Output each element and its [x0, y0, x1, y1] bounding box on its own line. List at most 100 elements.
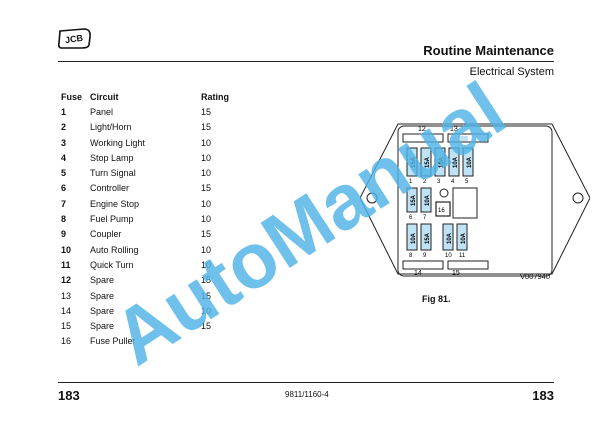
fuse-rating: 10 [201, 137, 212, 148]
fuse-number: 14 [61, 305, 72, 316]
fuse-rating: 15 [201, 122, 212, 133]
fuse-number: 6 [61, 183, 67, 194]
figure-caption: Fig 81. [422, 294, 451, 304]
table-row: 14 Spare 10 [61, 303, 241, 318]
fuse-number: 5 [61, 168, 67, 179]
fuse-rating: 10 [201, 214, 212, 225]
label-3: 3 [437, 179, 441, 185]
fuse-circuit: Spare [90, 290, 115, 301]
fuse-rating: 10 [201, 152, 212, 163]
mount-hole-right [572, 192, 584, 204]
label-14: 14 [414, 270, 422, 277]
fuse-rating: 10 [201, 305, 212, 316]
fuse-circuit: Engine Stop [90, 198, 140, 209]
fuse-circuit: Spare [90, 275, 115, 286]
fuse-6 [406, 187, 418, 213]
fuse-3-rating: 10A [439, 156, 445, 168]
label-13: 13 [450, 126, 458, 133]
fuse-rating: 15 [201, 321, 212, 332]
fuse-number: 13 [61, 290, 72, 301]
table-row: 15 Spare 15 [61, 318, 241, 333]
label-11: 11 [459, 253, 466, 259]
fuse-circuit: Working Light [90, 137, 145, 148]
fuse-circuit: Spare [90, 321, 115, 332]
table-row: 3 Working Light 10 [61, 135, 241, 150]
fuse-rating: 15 [201, 229, 212, 240]
fuse-slot-14 [402, 260, 444, 270]
fuse-2 [420, 147, 432, 177]
fuse-13-highlight [458, 136, 468, 141]
fuse-number: 15 [61, 321, 72, 332]
fuse-number: 7 [61, 198, 67, 209]
fuse-7 [420, 187, 432, 213]
fuse-rating: 15 [201, 106, 212, 117]
fuse-rating: 10 [201, 259, 212, 270]
fuse-number: 11 [61, 259, 71, 270]
label-9: 9 [423, 253, 427, 259]
fuse-slot-12 [402, 133, 444, 143]
fuse-box-outline [360, 123, 590, 275]
column-header-fuse: Fuse [61, 91, 83, 102]
fuse-11-rating: 10A [461, 232, 467, 244]
fuse-circuit: Fuse Puller [90, 336, 136, 347]
fuse-number: 8 [61, 214, 67, 225]
label-16: 16 [438, 208, 445, 214]
fuse-rating: 15 [201, 275, 212, 286]
label-6: 6 [409, 215, 413, 221]
label-15: 15 [452, 270, 460, 277]
fuse-circuit: Coupler [90, 229, 122, 240]
label-5: 5 [465, 179, 469, 185]
fuse-rating: 10 [201, 198, 212, 209]
section-subtitle: Electrical System [469, 66, 554, 78]
column-header-rating: Rating [201, 91, 229, 102]
fuse-9-rating: 15A [425, 232, 431, 244]
table-row: 2 Light/Horn 15 [61, 120, 241, 135]
fuse-slot-15 [447, 260, 489, 270]
fuse-10 [442, 223, 454, 251]
fuse-number: 10 [61, 244, 72, 255]
fuse-number: 2 [61, 122, 67, 133]
fuse-rating [201, 334, 241, 349]
table-row: 7 Engine Stop 10 [61, 196, 241, 211]
fuse-puller [435, 201, 451, 217]
fuse-11 [456, 223, 468, 251]
fuse-row-bottom: 10A 15A 10A 10A 8 9 10 11 [406, 223, 468, 259]
fuse-circuit: Auto Rolling [90, 244, 139, 255]
document-code: 9811/1160-4 [285, 390, 329, 399]
jcb-logo: JCB [58, 28, 91, 49]
fuse-5-rating: 10A [467, 156, 473, 168]
mount-hole-left [366, 192, 378, 204]
fuse-circuit: Light/Horn [90, 122, 132, 133]
label-7: 7 [423, 215, 427, 221]
table-row: 16 Fuse Puller [61, 334, 241, 349]
fuse-row-top: 15A 15A 10A 10A 10A 1 2 3 4 5 [406, 147, 474, 185]
fuse-4 [448, 147, 460, 177]
fuse-rating: 10 [201, 168, 212, 179]
fuse-number: 3 [61, 137, 67, 148]
fuse-box-body [397, 125, 553, 277]
fuse-number: 12 [61, 275, 72, 286]
label-10: 10 [445, 253, 452, 259]
table-row: 12 Spare 15 [61, 273, 241, 288]
label-2: 2 [423, 179, 427, 185]
label-4: 4 [451, 179, 455, 185]
fuse-rating: 10 [201, 244, 212, 255]
fuse-circuit: Spare [90, 305, 115, 316]
fuse-8-rating: 10A [411, 232, 417, 244]
fuse-4-rating: 10A [453, 156, 459, 168]
fuse-1-rating: 15A [411, 156, 417, 168]
page-number-left: 183 [58, 388, 80, 403]
table-header-row: Fuse Circuit Rating [61, 89, 241, 104]
table-row: 10 Auto Rolling 10 [61, 242, 241, 257]
fuse-number: 16 [61, 336, 72, 347]
figure-code: V007940 [520, 272, 551, 281]
fuse-circuit: Stop Lamp [90, 152, 134, 163]
